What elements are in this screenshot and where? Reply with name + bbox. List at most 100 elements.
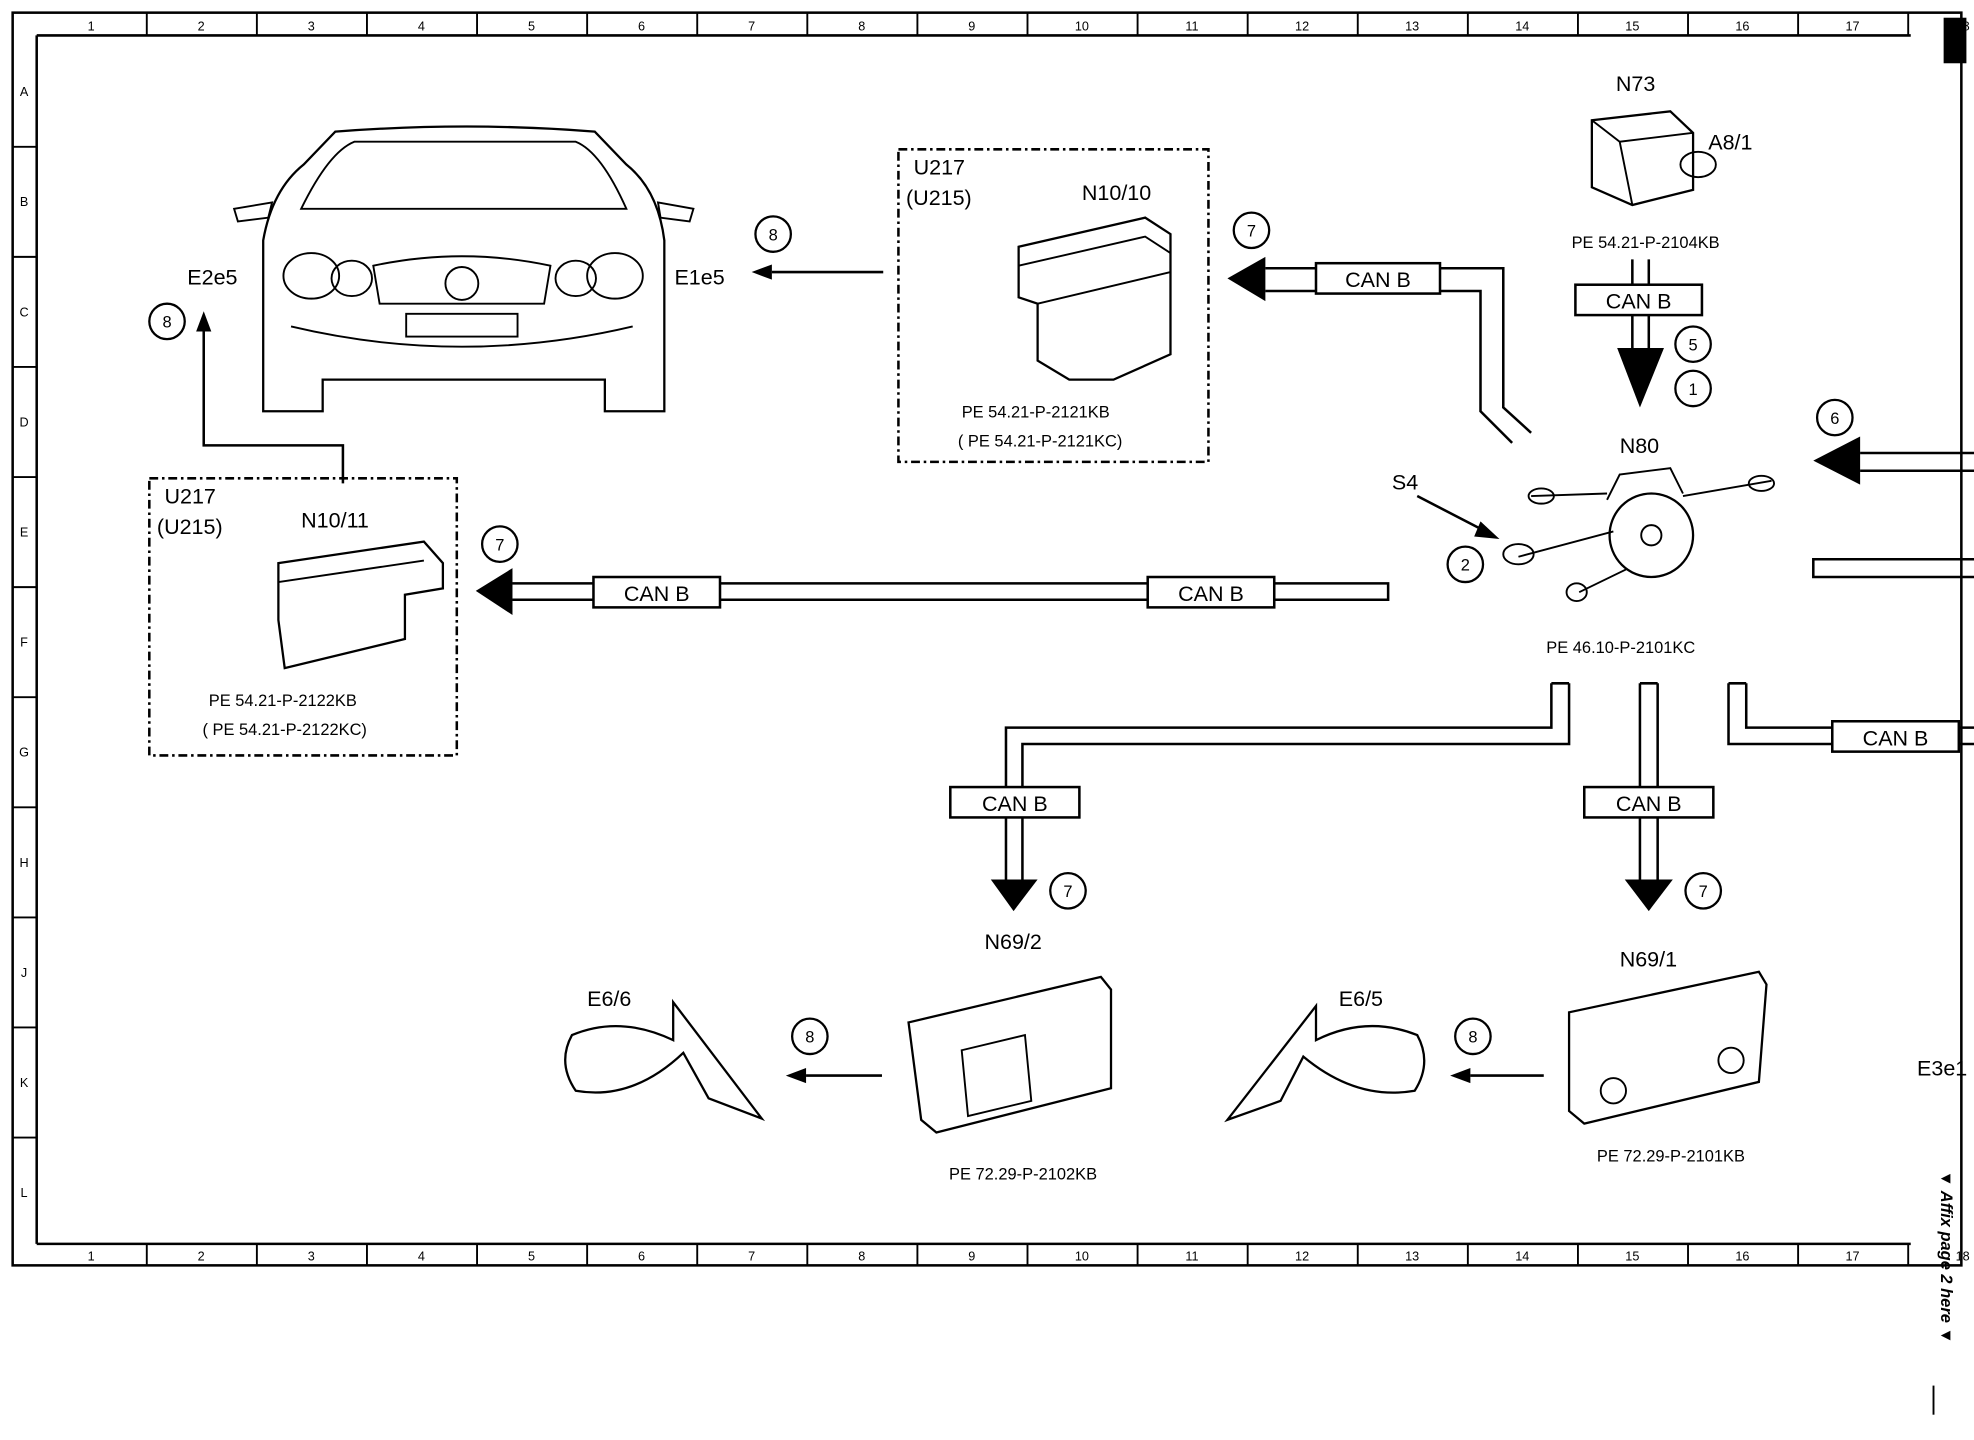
grid-row-label: F xyxy=(20,636,28,650)
grid-row-label: G xyxy=(19,746,29,760)
callout-c7_mid: 7 xyxy=(480,525,519,563)
label-e1e5: E1e5 xyxy=(674,266,724,290)
grid-row-label: K xyxy=(20,1076,29,1090)
grid-column-label: 18 xyxy=(1956,1249,1970,1263)
ref-n10-10: PE 54.21-P-2121KB xyxy=(962,404,1110,422)
callout-c8_left: 8 xyxy=(148,302,186,341)
grid-column-label: 4 xyxy=(418,1249,425,1263)
grid-column-label: 6 xyxy=(638,1249,645,1263)
callout-c7_left_down: 7 xyxy=(1049,871,1087,910)
affix-page-note: ▼ Affix page 2 here ▼ xyxy=(1937,1170,1955,1343)
svg-text:8: 8 xyxy=(769,226,778,244)
grid-row-label: E xyxy=(20,526,28,540)
grid-column-label: 12 xyxy=(1295,19,1309,33)
label-e6-5: E6/5 xyxy=(1339,987,1383,1011)
grid-column-label: 7 xyxy=(748,1249,755,1263)
label-u217-rear: U217 xyxy=(165,485,216,509)
grid-column-label: 8 xyxy=(858,19,865,33)
grid-row-label: L xyxy=(21,1186,28,1200)
grid-row-label: D xyxy=(19,415,28,429)
svg-text:2: 2 xyxy=(1461,557,1470,575)
label-e3e1: E3e1 xyxy=(1917,1057,1967,1081)
grid-column-label: 1 xyxy=(88,1249,95,1263)
label-n69-2: N69/2 xyxy=(984,930,1041,954)
module-n10-11-illustration xyxy=(277,540,445,670)
can-bus-label-n10-11-right: CAN B xyxy=(1146,575,1276,609)
ref-n73: PE 54.21-P-2104KB xyxy=(1572,234,1720,252)
drawing-frame xyxy=(11,11,1967,1415)
can-bus-label-n10-11-left: CAN B xyxy=(592,575,722,609)
grid-column-label: 11 xyxy=(1185,1249,1198,1263)
grid-column-label: 14 xyxy=(1515,19,1529,33)
grid-column-label: 5 xyxy=(528,19,535,33)
callout-c1: 1 xyxy=(1674,369,1712,408)
grid-column-label: 4 xyxy=(418,19,425,33)
svg-text:CAN B: CAN B xyxy=(1606,290,1672,314)
door-module-n69-1-illustration xyxy=(1567,970,1768,1125)
label-n10-10: N10/10 xyxy=(1082,181,1151,205)
ref-n10-11: PE 54.21-P-2122KB xyxy=(209,692,357,710)
grid-column-label: 10 xyxy=(1075,1249,1089,1263)
grid-column-label: 17 xyxy=(1845,19,1859,33)
grid-column-label: 1 xyxy=(88,19,95,33)
grid-column-label: 5 xyxy=(528,1249,535,1263)
group-box-n10-11 xyxy=(148,477,459,757)
grid-column-label: 18 xyxy=(1956,19,1970,33)
grid-column-label: 9 xyxy=(968,1249,975,1263)
ref-n10-10-alt: ( PE 54.21-P-2121KC) xyxy=(958,433,1122,451)
grid-column-labels: 1122334455667788991010111112121313141415… xyxy=(88,12,1970,1266)
callout-c5: 5 xyxy=(1674,325,1712,364)
svg-text:CAN B: CAN B xyxy=(624,582,690,606)
svg-text:CAN B: CAN B xyxy=(982,792,1048,816)
svg-text:8: 8 xyxy=(1468,1029,1477,1047)
grid-column-label: 9 xyxy=(968,19,975,33)
grid-column-label: 16 xyxy=(1735,19,1749,33)
callout-c8_mirror_right: 8 xyxy=(1454,1017,1492,1056)
group-box-n10-10 xyxy=(897,148,1210,464)
svg-text:CAN B: CAN B xyxy=(1345,268,1411,292)
label-n73: N73 xyxy=(1616,72,1655,96)
ref-n69-1: PE 72.29-P-2101KB xyxy=(1597,1148,1745,1166)
label-a8-1: A8/1 xyxy=(1708,130,1752,154)
grid-column-label: 17 xyxy=(1845,1249,1859,1263)
grid-column-label: 3 xyxy=(308,19,315,33)
grid-row-label: H xyxy=(19,856,28,870)
svg-text:6: 6 xyxy=(1830,410,1839,428)
callout-c8_top: 8 xyxy=(754,215,793,253)
svg-text:CAN B: CAN B xyxy=(1616,792,1682,816)
label-n10-11: N10/11 xyxy=(301,509,369,533)
door-module-n69-2-illustration xyxy=(907,975,1113,1134)
module-n10-10-illustration xyxy=(1017,216,1172,381)
label-n69-1: N69/1 xyxy=(1620,948,1677,972)
callout-c7_right_down: 7 xyxy=(1684,871,1723,910)
svg-text:7: 7 xyxy=(1063,883,1072,901)
grid-column-label: 6 xyxy=(638,19,645,33)
callout-c2: 2 xyxy=(1446,545,1485,584)
steering-column-module-illustration xyxy=(1502,467,1776,603)
svg-text:7: 7 xyxy=(495,536,504,554)
can-bus-label-n69-1: CAN B xyxy=(1582,785,1715,819)
label-u215-rear: (U215) xyxy=(157,515,223,539)
ref-n10-11-alt: ( PE 54.21-P-2122KC) xyxy=(202,721,366,739)
svg-text:8: 8 xyxy=(805,1029,814,1047)
grid-column-label: 2 xyxy=(198,1249,205,1263)
can-bus-label-n10-10: CAN B xyxy=(1314,261,1442,295)
grid-column-label: 11 xyxy=(1185,19,1198,33)
svg-text:CAN B: CAN B xyxy=(1863,726,1929,750)
svg-text:1: 1 xyxy=(1689,381,1698,399)
grid-column-label: 12 xyxy=(1295,1249,1309,1263)
svg-text:7: 7 xyxy=(1247,223,1256,241)
grid-column-label: 8 xyxy=(858,1249,865,1263)
ref-n80: PE 46.10-P-2101KC xyxy=(1546,639,1695,657)
svg-text:5: 5 xyxy=(1689,337,1698,355)
grid-row-label: A xyxy=(20,85,29,99)
svg-text:CAN B: CAN B xyxy=(1178,582,1244,606)
mirror-right-illustration xyxy=(1224,1002,1426,1123)
grid-column-label: 15 xyxy=(1625,19,1639,33)
grid-column-label: 10 xyxy=(1075,19,1089,33)
svg-text:7: 7 xyxy=(1699,883,1708,901)
callout-c7_top: 7 xyxy=(1232,211,1271,250)
can-bus-label-n73: CAN B xyxy=(1574,283,1704,317)
